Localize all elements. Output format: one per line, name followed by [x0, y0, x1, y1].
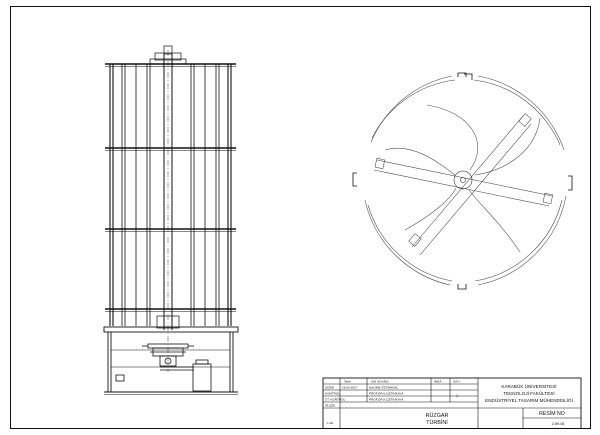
row-label-cizen: ÇİZEN [325, 385, 334, 390]
row-label-st-kontrol: ST. KONTROL [325, 398, 346, 402]
sheet-border [10, 6, 591, 429]
part-name-line1: RÜZGAR [426, 412, 449, 419]
institution-line3: ENDÜSTRİYEL TASARIM MÜHENDİSLİĞİ [485, 397, 573, 403]
rotor-blades [384, 104, 541, 253]
institution-line1: KARABÜK ÜNİVERSİTESİ [501, 383, 556, 389]
quantity-value: 1 [456, 394, 458, 398]
front-view [103, 45, 239, 395]
header-sayi: SAYI [453, 380, 460, 384]
part-name-line2: TÜRBİNİ [426, 419, 448, 426]
row-name-kontrol: PROF.DR.K.ÇETİNKAYA [369, 391, 404, 396]
drawing-no-label: RESİM NO [539, 410, 565, 417]
blade-bars [121, 64, 220, 326]
drawing-no-value: 2.8H-06 [552, 422, 565, 426]
central-shaft [163, 50, 173, 372]
row-label-olcek: ÖLÇEK [325, 404, 336, 408]
header-imza: İMZA [434, 379, 442, 384]
frame-posts [109, 64, 232, 326]
generator-box [115, 359, 212, 392]
bottom-bearing [156, 315, 180, 329]
ring-clamps [352, 72, 573, 290]
institution-line2: TEKNOLOJİ FAKÜLTESİ [503, 390, 554, 396]
horizontal-rings [105, 63, 236, 312]
row-date-cizen: 16.04.2017 [342, 386, 358, 390]
header-adi-soyadi: ADI SOYADI [371, 380, 389, 384]
title-block: Tarih ADI SOYADI İMZA SAYI ÇİZEN 16.04.2… [322, 377, 582, 429]
row-label-kontrol: KONTROL [325, 392, 340, 396]
gear-assembly [142, 343, 194, 367]
rotor-hub [453, 170, 473, 190]
row-name-cizen: HALİME ÖZTAMGAL [369, 385, 398, 390]
header-tarih: Tarih [344, 380, 351, 384]
top-view [352, 72, 573, 290]
row-name-st-kontrol: PROF.DR.K.ÇETİNKAYA [369, 397, 404, 402]
cross-arms [373, 113, 554, 256]
scale-value: 1:20 [327, 421, 333, 425]
outer-ring [364, 75, 567, 286]
